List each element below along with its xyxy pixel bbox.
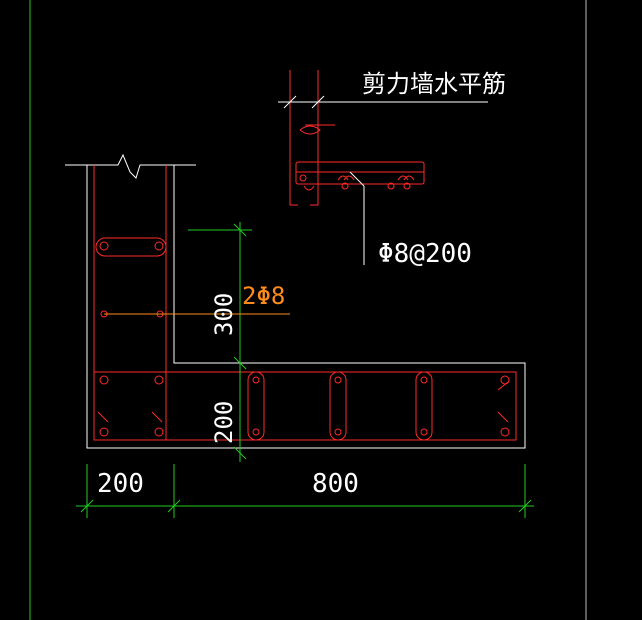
- rebar-spec-leader: [349, 171, 365, 265]
- horizontal-rebar-title: 剪力墙水平筋: [362, 70, 506, 98]
- wall-tie-loops: [247, 371, 433, 441]
- dimension-height-upper: 300: [210, 293, 238, 336]
- detail-dimension: [278, 95, 488, 109]
- dimension-lines: [76, 222, 534, 518]
- rebar-spec-label: Φ8@200: [378, 239, 472, 269]
- wall-rebar: [93, 165, 517, 441]
- rebar-detail: [289, 70, 425, 206]
- dimension-width-right: 800: [312, 469, 359, 499]
- rebar-count-label: 2Φ8: [242, 282, 285, 310]
- dimension-width-left: 200: [97, 469, 144, 499]
- dimension-height-lower: 200: [210, 401, 238, 444]
- rebar-points: [99, 241, 510, 437]
- wall-outline: [65, 153, 526, 449]
